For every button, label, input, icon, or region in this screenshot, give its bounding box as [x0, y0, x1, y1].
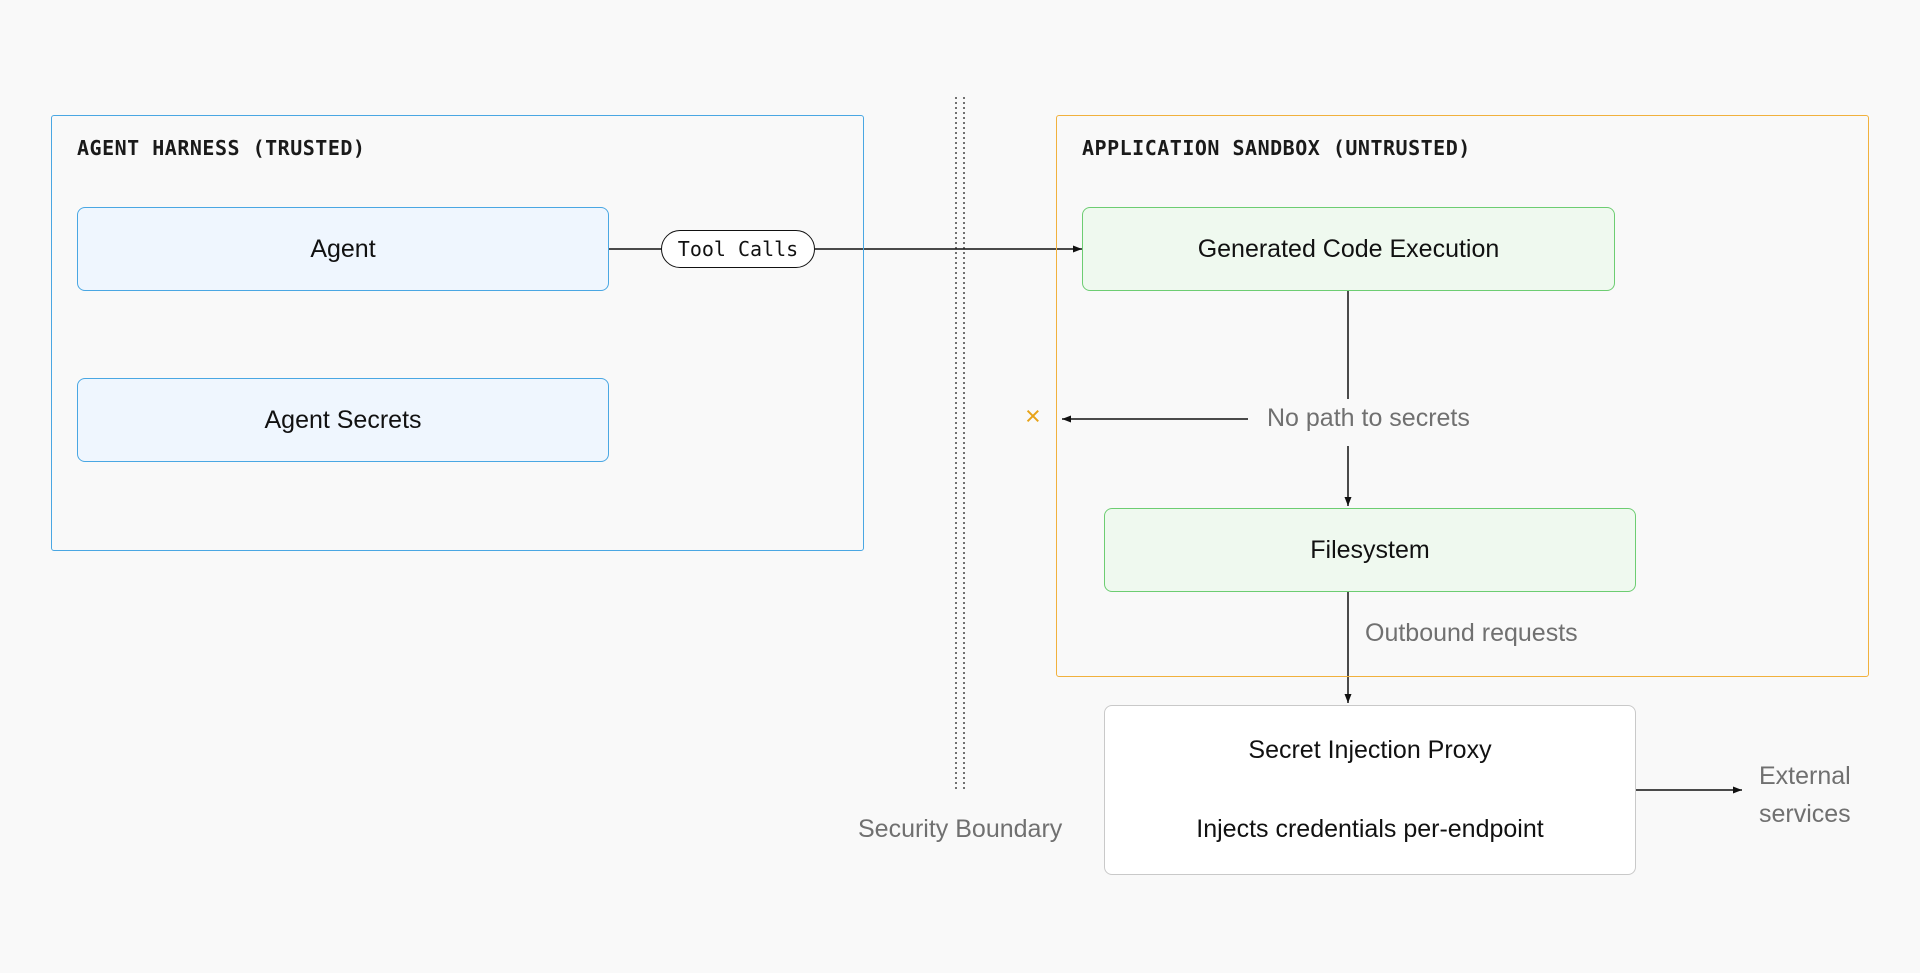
proxy-title: Secret Injection Proxy	[1248, 736, 1492, 764]
no-path-to-secrets-label: No path to secrets	[1267, 404, 1470, 432]
secret-injection-proxy-node[interactable]: Secret Injection Proxy Injects credentia…	[1104, 705, 1636, 875]
outbound-requests-label: Outbound requests	[1365, 619, 1578, 647]
application-sandbox-zone: APPLICATION SANDBOX (UNTRUSTED)	[1056, 115, 1869, 677]
external-services-line2: services	[1759, 800, 1851, 828]
tool-calls-label: Tool Calls	[677, 237, 799, 261]
agent-label: Agent	[310, 234, 376, 263]
tool-calls-pill: Tool Calls	[661, 230, 815, 268]
application-sandbox-title: APPLICATION SANDBOX (UNTRUSTED)	[1082, 136, 1471, 160]
security-boundary-label: Security Boundary	[858, 815, 1063, 843]
proxy-subtitle: Injects credentials per-endpoint	[1196, 815, 1544, 843]
agent-secrets-node[interactable]: Agent Secrets	[77, 378, 609, 462]
agent-node[interactable]: Agent	[77, 207, 609, 291]
agent-harness-zone: AGENT HARNESS (TRUSTED)	[51, 115, 864, 551]
agent-harness-title: AGENT HARNESS (TRUSTED)	[77, 136, 366, 160]
filesystem-label: Filesystem	[1310, 535, 1430, 564]
blocked-x-icon: ×	[1025, 401, 1041, 431]
external-services-label: External services	[1759, 757, 1851, 833]
generated-code-execution-label: Generated Code Execution	[1197, 234, 1500, 263]
filesystem-node[interactable]: Filesystem	[1104, 508, 1636, 592]
generated-code-execution-node[interactable]: Generated Code Execution	[1082, 207, 1615, 291]
external-services-line1: External	[1759, 762, 1851, 790]
agent-secrets-label: Agent Secrets	[264, 405, 422, 434]
